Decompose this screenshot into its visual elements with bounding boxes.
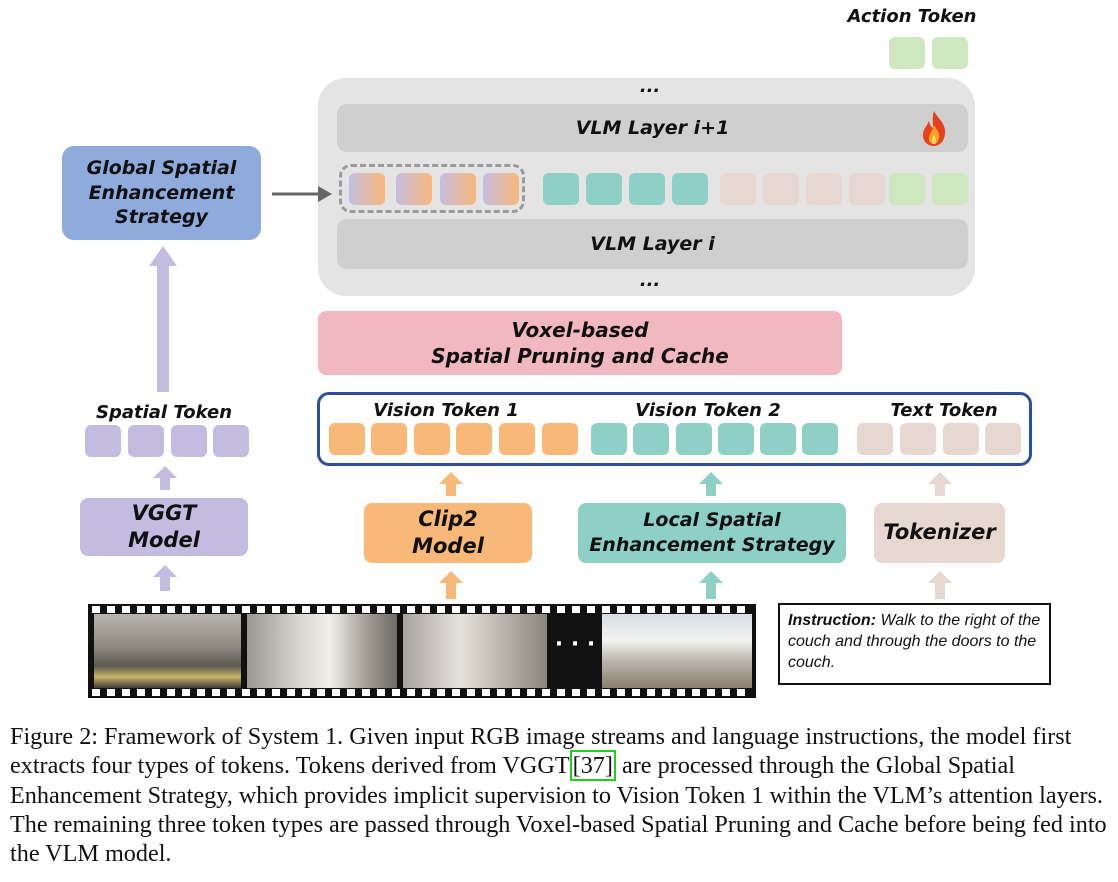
arrow-up-icon — [153, 565, 177, 591]
arrow-up-icon — [699, 571, 723, 599]
caption-part-2: are processed through the Global Spatial… — [10, 752, 1107, 868]
fire-icon — [923, 111, 946, 146]
arrow-up-icon — [439, 571, 463, 599]
action-token — [889, 173, 925, 205]
vision-token-2-label: Vision Token 2 — [635, 400, 781, 421]
vision-token-1 — [499, 423, 535, 455]
vision-token-2 — [543, 173, 579, 205]
fused-vision-token — [396, 173, 432, 205]
instruction-box: Instruction: Walk to the right of the co… — [778, 603, 1051, 685]
vision-token-2 — [802, 423, 838, 455]
vision-token-2 — [633, 423, 669, 455]
arrow-up-icon — [439, 472, 463, 496]
text-token — [720, 173, 756, 205]
vlm-layer-top-label: VLM Layer i+1 — [575, 117, 730, 139]
text-token — [900, 423, 936, 455]
tokenizer-box: Tokenizer — [874, 503, 1005, 563]
global-spatial-enhancement-box: Global Spatial Enhancement Strategy — [62, 146, 261, 240]
text-token — [985, 423, 1021, 455]
spatial-token — [171, 425, 207, 457]
vision-token-1 — [542, 423, 578, 455]
video-frame — [94, 614, 241, 688]
ellipsis-bottom: ... — [639, 270, 661, 291]
text-token-label: Text Token — [890, 400, 998, 421]
video-frame — [602, 614, 752, 688]
spatial-token — [128, 425, 164, 457]
film-dots: · · · — [554, 632, 596, 657]
text-token — [857, 423, 893, 455]
arrow-up-icon — [153, 466, 177, 490]
vision-token-1 — [371, 423, 407, 455]
vision-token-1 — [329, 423, 365, 455]
vlm-layer-top: VLM Layer i+1 — [337, 104, 968, 152]
text-token — [763, 173, 799, 205]
vision-token-1-label: Vision Token 1 — [373, 400, 519, 421]
spatial-token — [85, 425, 121, 457]
local-spatial-enhancement-box: Local Spatial Enhancement Strategy — [578, 503, 846, 563]
ellipsis-top: ... — [639, 76, 661, 97]
spatial-token-label: Spatial Token — [95, 402, 233, 423]
vision-token-2 — [591, 423, 627, 455]
arrow-up-icon — [149, 246, 177, 392]
text-token — [806, 173, 842, 205]
caption-part-1: Figure 2: Framework of System 1. Given i… — [10, 723, 1072, 780]
instruction-label: Instruction: — [788, 612, 876, 629]
vision-token-1 — [456, 423, 492, 455]
vggt-model-box: VGGT Model — [80, 498, 248, 556]
action-token — [932, 37, 968, 69]
citation-link[interactable]: [37] — [569, 750, 616, 782]
video-frame — [403, 614, 547, 688]
arrow-up-icon — [928, 571, 952, 599]
vlm-layer-bottom-label: VLM Layer i — [590, 233, 715, 255]
film-sprockets-bottom — [92, 689, 752, 696]
pruned-tokens-dashed-group — [339, 164, 525, 213]
text-token — [849, 173, 885, 205]
video-frame — [247, 614, 397, 688]
clip2-model-box: Clip2 Model — [364, 503, 532, 563]
voxel-pruning-cache-box: Voxel-based Spatial Pruning and Cache — [318, 311, 842, 375]
vlm-layer-bottom: VLM Layer i — [337, 219, 968, 269]
instruction-text: Walk to the right of the couch and throu… — [788, 612, 1041, 671]
vision-token-2 — [718, 423, 754, 455]
vision-token-2 — [586, 173, 622, 205]
spatial-token — [213, 425, 249, 457]
vision-token-2 — [672, 173, 708, 205]
arrow-up-icon — [699, 472, 723, 496]
input-token-panel — [317, 392, 1032, 466]
action-token — [889, 37, 925, 69]
figure-caption: Figure 2: Framework of System 1. Given i… — [10, 722, 1110, 868]
vision-token-2 — [760, 423, 796, 455]
action-token-label: Action Token — [847, 6, 977, 27]
fused-vision-token — [483, 173, 519, 205]
action-token — [932, 173, 968, 205]
vision-token-2 — [676, 423, 712, 455]
fused-vision-token — [349, 173, 385, 205]
fused-vision-token — [440, 173, 476, 205]
vision-token-1 — [414, 423, 450, 455]
vision-token-2 — [629, 173, 665, 205]
arrow-right-icon — [272, 186, 332, 202]
arrow-up-icon — [928, 472, 952, 496]
film-sprockets-top — [92, 606, 752, 613]
text-token — [943, 423, 979, 455]
